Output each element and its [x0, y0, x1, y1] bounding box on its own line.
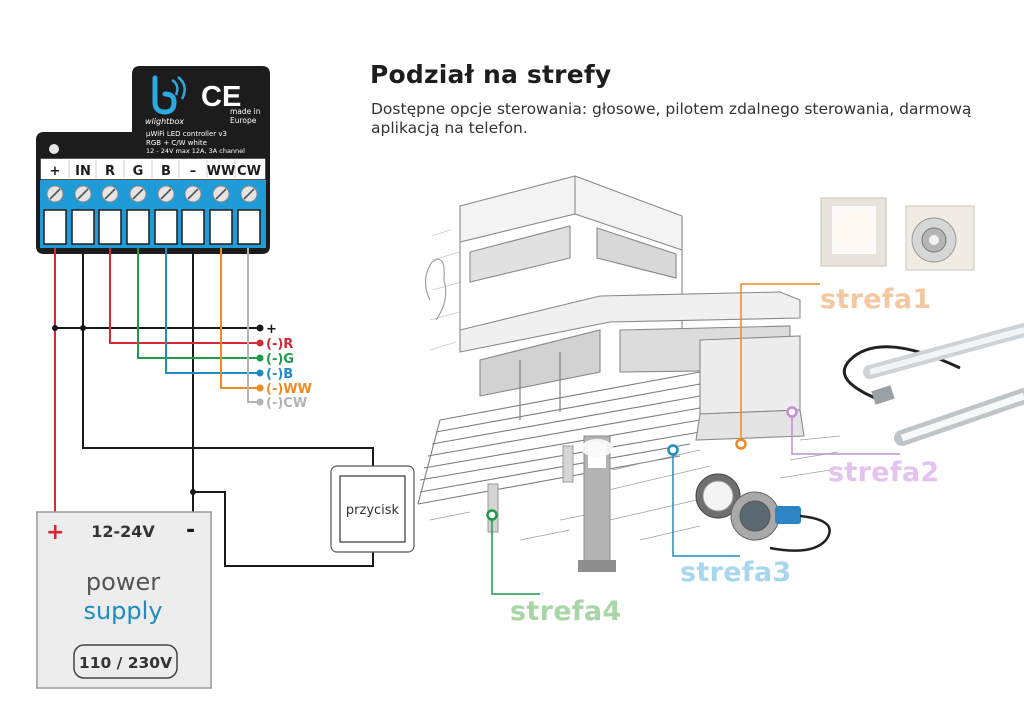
output-terminal-dot — [256, 324, 264, 332]
output-terminal-dot — [256, 339, 264, 347]
terminal-slot — [98, 209, 122, 245]
wire-in — [82, 248, 374, 472]
inground-lamp-icon — [695, 473, 831, 552]
psu-plus: + — [46, 520, 64, 545]
output-label: (-)R — [266, 337, 293, 352]
made-in-region: Europe — [230, 116, 257, 125]
psu-label-supply: supply — [83, 597, 162, 625]
controller-model: μWiFi LED controller v3 — [146, 130, 227, 138]
button-label: przycisk — [346, 503, 400, 518]
terminal-label: B — [161, 164, 171, 179]
wire-button-return — [193, 491, 374, 567]
terminal-label: IN — [75, 164, 91, 179]
zone-label-strefa2: strefa2 — [828, 457, 940, 488]
output-terminal-dot — [256, 398, 264, 406]
power-supply: + - 12-24V power supply 110 / 230V — [36, 511, 212, 689]
zone-label-strefa1: strefa1 — [820, 284, 932, 315]
terminal-slot — [126, 209, 150, 245]
logo-text: wlightbox — [145, 117, 184, 126]
output-terminal-dot — [256, 384, 264, 392]
terminal-slot — [237, 209, 261, 245]
callout-strefa3 — [672, 450, 740, 557]
terminal-screws — [43, 185, 261, 245]
wire-out-b — [165, 248, 258, 374]
terminal-label: WW — [207, 164, 236, 179]
callout-strefa2 — [791, 412, 900, 455]
terminal-label: – — [190, 164, 197, 179]
psu-label-power: power — [86, 568, 160, 596]
wire-out-g — [137, 248, 258, 359]
terminal-label: + — [50, 164, 61, 179]
terminal-label: CW — [237, 164, 261, 179]
zone-callouts — [486, 283, 900, 595]
controller-device: wlightbox CE made in Europe μWiFi LED co… — [36, 66, 270, 254]
callout-strefa4 — [491, 515, 540, 595]
output-label: + — [266, 322, 277, 337]
output-label: (-)G — [266, 352, 294, 367]
wire-out-r — [109, 248, 258, 344]
output-label: (-)B — [266, 367, 293, 382]
page-subtitle: Dostępne opcje sterowania: głosowe, pilo… — [371, 100, 972, 137]
callout-strefa1 — [740, 283, 820, 444]
output-terminal-dot — [256, 354, 264, 362]
zone-label-strefa4: strefa4 — [510, 596, 622, 627]
psu-mains: 110 / 230V — [79, 654, 172, 672]
output-terminal-dot — [256, 369, 264, 377]
made-in-text: made in — [230, 107, 261, 116]
psu-voltage: 12-24V — [91, 522, 155, 541]
terminal-slot — [181, 209, 205, 245]
zone-label-strefa3: strefa3 — [680, 557, 792, 588]
ce-mark: CE — [201, 81, 241, 113]
terminal-slot — [43, 209, 67, 245]
small-bollard-lamp-icon — [487, 445, 574, 533]
output-labels: +(-)R(-)G(-)B(-)WW(-)CW — [256, 322, 312, 411]
controller-rating: 12 - 24V max 12A, 3A channel — [146, 147, 245, 155]
wire-out-cw — [247, 248, 258, 403]
wlightbox-logo-icon — [152, 75, 186, 115]
output-label: (-)WW — [266, 382, 312, 397]
terminal-slot — [154, 209, 178, 245]
push-button: przycisk — [330, 465, 415, 553]
status-led — [49, 144, 59, 154]
psu-minus: - — [186, 518, 195, 543]
cube-lamp-internal-icon — [905, 205, 975, 271]
led-strip-icon — [842, 323, 1024, 446]
building-sketch — [417, 175, 841, 541]
terminal-slot — [209, 209, 233, 245]
terminal-label: R — [105, 164, 115, 179]
controller-type: RGB + C/W white — [146, 139, 207, 147]
terminal-label: G — [133, 164, 144, 179]
wires — [52, 248, 376, 567]
wire-out-ww — [220, 248, 258, 389]
bollard-lamp-icon — [578, 435, 616, 572]
cube-lamp-icon — [820, 197, 887, 267]
terminal-slot — [71, 209, 95, 245]
output-label: (-)CW — [266, 396, 307, 411]
page-title: Podział na strefy — [370, 60, 612, 89]
